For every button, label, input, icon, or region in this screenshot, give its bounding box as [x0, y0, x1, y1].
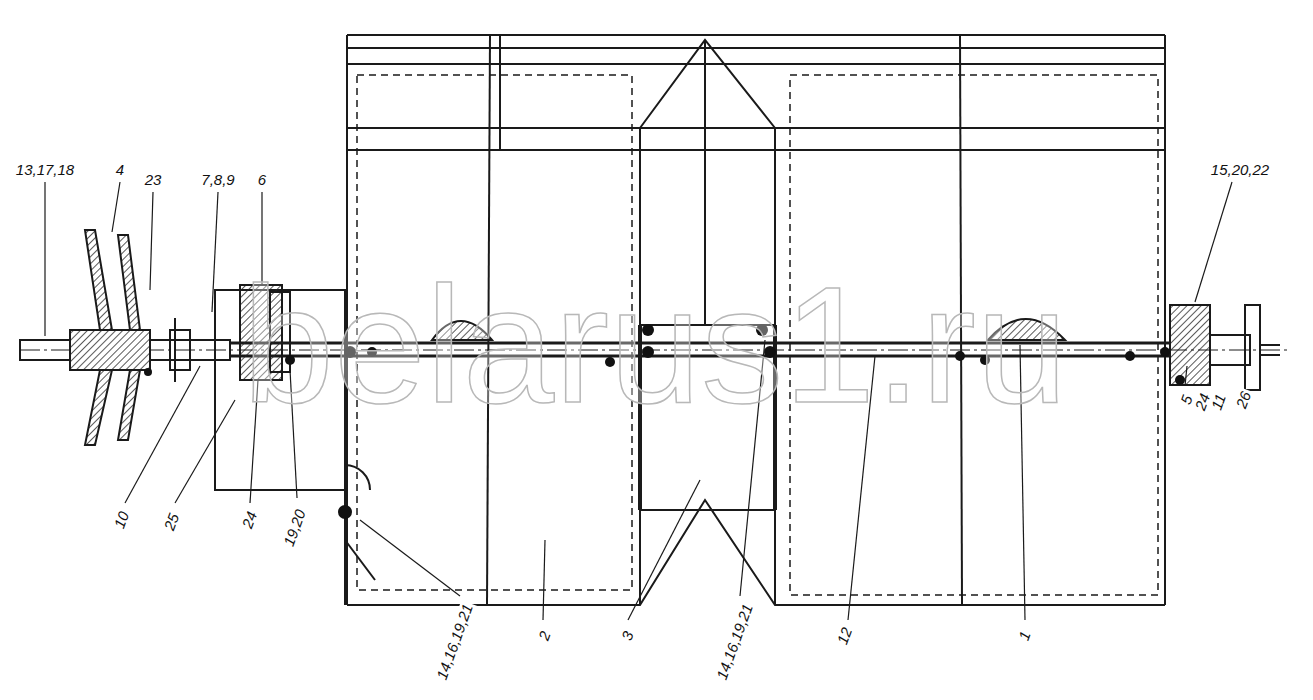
callout-number: 6 [256, 172, 268, 189]
callout-number: 10 [111, 507, 134, 532]
callout-number: 12 [834, 623, 857, 648]
leader-lines [45, 182, 1232, 620]
watermark: belarus1.ru [242, 263, 1067, 428]
callout-number: 15,20,22 [1209, 162, 1271, 179]
callout-number: 14,16,19,21 [713, 600, 757, 684]
callout-number: 7,8,9 [199, 172, 236, 189]
callout-number: 4 [114, 162, 126, 179]
callout-number: 25 [161, 509, 184, 534]
callout-number: 14,16,19,21 [433, 600, 477, 684]
callout-number: 11 [1208, 390, 1230, 414]
callout-number: 1 [1015, 627, 1035, 644]
callout-number: 13,17,18 [14, 162, 76, 179]
callout-number: 24 [239, 507, 262, 532]
callout-number: 2 [535, 627, 555, 644]
callout-number: 23 [143, 172, 164, 189]
callout-number: 19,20 [280, 506, 310, 551]
callout-number: 26 [1233, 387, 1256, 412]
callout-number: 3 [618, 627, 638, 644]
